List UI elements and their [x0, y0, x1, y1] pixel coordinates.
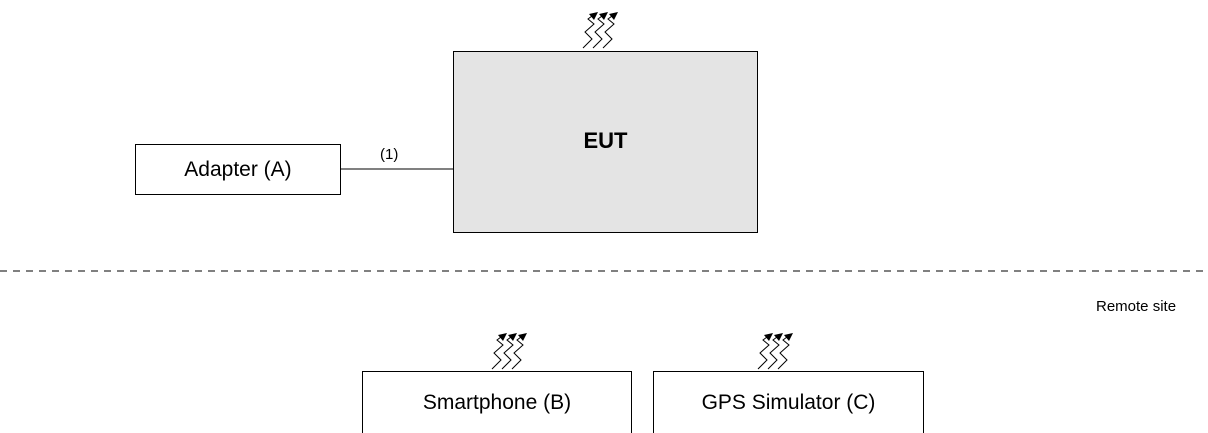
- eut-label: EUT: [583, 128, 628, 153]
- eut-box: EUT: [453, 51, 758, 233]
- diagram-canvas: [0, 12, 1208, 370]
- wireless-antenna-icon: [757, 333, 793, 370]
- adapter-label: Adapter (A): [184, 157, 292, 181]
- wireless-antenna-icon: [582, 12, 618, 49]
- gps-simulator-label: GPS Simulator (C): [701, 390, 876, 414]
- gps-simulator-box: GPS Simulator (C): [653, 371, 924, 433]
- remote-site-label: Remote site: [1096, 298, 1177, 315]
- smartphone-label: Smartphone (B): [422, 390, 572, 414]
- adapter-box: Adapter (A): [135, 144, 341, 195]
- cable-label: (1): [380, 146, 399, 163]
- smartphone-box: Smartphone (B): [362, 371, 632, 433]
- wireless-antenna-icon: [491, 333, 527, 370]
